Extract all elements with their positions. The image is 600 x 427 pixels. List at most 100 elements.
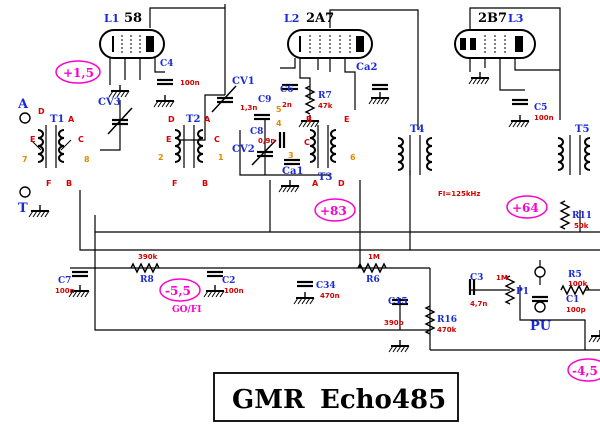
- c1-ref: C1: [566, 295, 579, 305]
- cv2-label: CV2: [232, 144, 255, 155]
- c9-ref: C9: [258, 95, 271, 105]
- transformer-T1: [30, 125, 72, 168]
- voltage-tag: +64: [506, 195, 548, 219]
- if-note: FI=125kHz: [438, 190, 480, 198]
- svg-text:+83: +83: [320, 204, 347, 218]
- c15-value: 390p: [384, 319, 404, 327]
- r5-value: 100k: [568, 280, 588, 288]
- pin-letter: B: [306, 115, 312, 124]
- ground-symbol: [108, 84, 130, 98]
- c9-value: 1,3n: [240, 104, 257, 112]
- pin-number: 8: [84, 155, 90, 164]
- ground-symbol: [278, 179, 300, 193]
- voltage-tag: +1,5: [55, 60, 101, 84]
- r8-value: 390k: [138, 253, 158, 261]
- pin-letter: F: [172, 179, 177, 188]
- c34-ref: C34: [316, 281, 336, 291]
- c5-ref: C5: [534, 103, 547, 113]
- c6-ref: C6: [280, 85, 293, 95]
- ground-symbol: [588, 329, 600, 343]
- tube-L1-ref: L1: [104, 12, 119, 25]
- ground-symbol: [368, 91, 390, 105]
- go-fi-label: GO/FI: [172, 305, 201, 315]
- r6-value: 1M: [368, 253, 380, 261]
- c7-ref: C7: [58, 276, 71, 286]
- tube-L3: [454, 29, 536, 59]
- capacitor-Ca1: [282, 158, 302, 166]
- capacitor-C5: [510, 98, 530, 106]
- capacitor-C2: [205, 270, 225, 278]
- pin-letter: C: [304, 138, 310, 147]
- capacitor-C34: [295, 280, 315, 288]
- ground-symbol: [388, 339, 410, 353]
- tube-L3-type: 2B7: [478, 11, 507, 26]
- voltage-tag: -5,5: [159, 278, 201, 302]
- c8-ref: C8: [250, 127, 263, 137]
- ca2-label: Ca2: [356, 62, 377, 73]
- cv1-label: CV1: [232, 76, 255, 87]
- capacitor-Ca2: [370, 83, 390, 91]
- title-block: GMR Echo485: [213, 372, 459, 422]
- pin-letter: D: [38, 107, 45, 116]
- pickup-terminal: [534, 301, 546, 313]
- cv3-label: CV3: [98, 97, 121, 108]
- transformer-T3: [309, 125, 337, 168]
- model-name: Echo485: [320, 385, 446, 415]
- pin-letter: D: [168, 115, 175, 124]
- c4-ref: C4: [160, 59, 173, 69]
- capacitor-C1: [530, 295, 550, 303]
- pin-letter: D: [338, 179, 345, 188]
- svg-text:+1,5: +1,5: [63, 66, 94, 80]
- resistor-R11: [560, 200, 570, 230]
- c1-value: 100p: [566, 306, 586, 314]
- r5-ref: R5: [568, 270, 582, 280]
- pin-letter: E: [30, 135, 35, 144]
- tube-L1: [99, 29, 165, 59]
- pin-number: 4: [276, 119, 282, 128]
- variable-capacitor-CV1: [211, 85, 237, 113]
- r16-value: 470k: [437, 326, 457, 334]
- pin-number: 3: [288, 151, 294, 160]
- r6-ref: R6: [366, 275, 380, 285]
- capacitor-C7: [70, 270, 90, 278]
- c3-value: 4,7n: [470, 300, 487, 308]
- c2-value: 100n: [224, 287, 244, 295]
- ground-symbol: [468, 71, 490, 85]
- transformer-T3-label: T3: [318, 172, 332, 183]
- ground-symbol: [203, 284, 225, 298]
- antenna-terminal: [19, 112, 31, 124]
- pin-letter: B: [202, 179, 208, 188]
- ground-symbol: [153, 94, 175, 108]
- pickup-label: PU: [530, 319, 552, 334]
- pin-letter: A: [68, 115, 75, 124]
- transformer-T4-label: T4: [410, 124, 424, 135]
- svg-text:-4,5: -4,5: [572, 364, 598, 378]
- pin-letter: C: [214, 135, 220, 144]
- pin-number: 5: [276, 105, 282, 114]
- tube-L2-ref: L2: [284, 12, 299, 25]
- pin-letter: E: [166, 135, 171, 144]
- brand-name: GMR: [232, 385, 305, 415]
- transformer-T5: [557, 135, 591, 175]
- pin-number: 7: [22, 155, 28, 164]
- pin-letter: C: [78, 135, 84, 144]
- c34-value: 470n: [320, 292, 340, 300]
- pin-number: 2: [158, 153, 164, 162]
- variable-capacitor-CV2: [251, 139, 277, 166]
- p1-ref: P1: [516, 287, 529, 297]
- c8-value: 0,9n: [258, 137, 275, 145]
- svg-text:-5,5: -5,5: [165, 284, 191, 298]
- c6-value: 2n: [282, 101, 292, 109]
- svg-text:+64: +64: [512, 201, 539, 215]
- c4-value: 100n: [180, 79, 200, 87]
- ground-symbol: [508, 114, 530, 128]
- c2-ref: C2: [222, 276, 235, 286]
- capacitor-C8: [278, 130, 286, 150]
- r7-value: 47k: [318, 102, 333, 110]
- tube-L2-type: 2A7: [306, 11, 334, 26]
- pin-number: 6: [350, 153, 356, 162]
- ca1-label: Ca1: [282, 166, 303, 177]
- variable-capacitor-CV3: [107, 107, 133, 135]
- pin-letter: A: [204, 115, 211, 124]
